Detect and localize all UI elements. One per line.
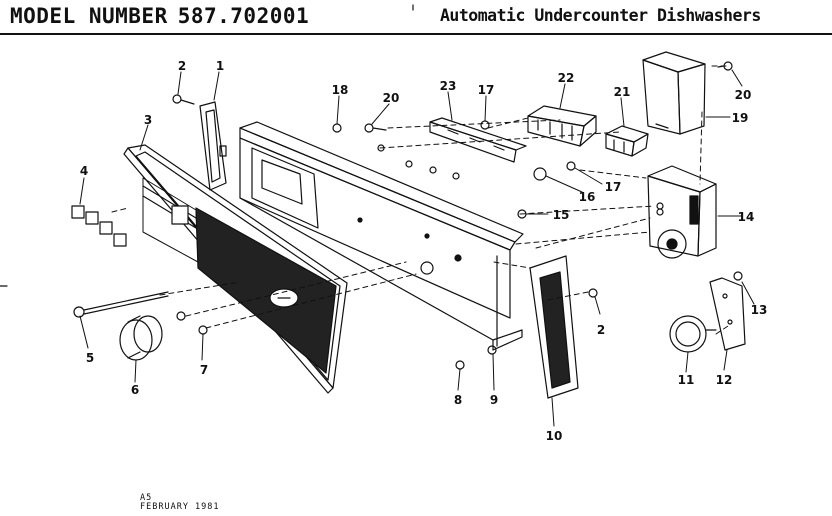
- callout-label: 18: [332, 83, 349, 97]
- model-number-header: MODEL NUMBER 587.702001: [10, 4, 319, 28]
- callout-label: 16: [579, 190, 596, 204]
- callout-label: 20: [735, 88, 752, 102]
- switch-part: [527, 105, 597, 147]
- timer-cover-part: [642, 51, 706, 135]
- switch-small-part: [605, 125, 649, 157]
- callout-leaders: [79, 69, 755, 427]
- model-number-value: 587.702001: [177, 4, 310, 28]
- mounting-plate-part: [709, 277, 746, 351]
- front-console-panel-part: [123, 144, 348, 394]
- footer-date: FEBRUARY 1981: [140, 502, 220, 512]
- callout-label: 14: [738, 210, 755, 224]
- callout-label: 11: [678, 373, 695, 387]
- callout-label: 10: [546, 429, 563, 443]
- alignment-lines: [111, 65, 729, 335]
- callout-label: 20: [383, 91, 400, 105]
- knob-part: [119, 315, 163, 361]
- callout-label: 2: [597, 323, 605, 337]
- footer-code: A5: [140, 493, 153, 503]
- callout-label: 7: [200, 363, 208, 377]
- callout-label: 8: [454, 393, 462, 407]
- shaft-part: [73, 291, 169, 318]
- callout-label: 19: [732, 111, 749, 125]
- mounting-bracket-part: [429, 117, 527, 163]
- callout-label: 2: [178, 59, 186, 73]
- callout-label: 15: [553, 208, 570, 222]
- callout-label: 22: [558, 71, 575, 85]
- callout-label: 4: [80, 164, 88, 178]
- callout-label: 21: [614, 85, 631, 99]
- timer-part: [647, 165, 717, 259]
- model-number-label: MODEL NUMBER: [10, 4, 168, 28]
- hardware-screws-part: [172, 61, 743, 370]
- callout-label: 6: [131, 383, 139, 397]
- control-bracket-part: [239, 121, 524, 351]
- callout-labels: 2 1 3 4 5 6 7 8 9 10 11 12 13 14 2 15 16…: [80, 59, 768, 443]
- callout-label: 12: [716, 373, 733, 387]
- push-buttons-part: [71, 205, 127, 247]
- callout-label: 9: [490, 393, 498, 407]
- header-rule: [0, 33, 832, 35]
- callout-label: 17: [605, 180, 622, 194]
- left-handle-trim-part: [199, 101, 227, 191]
- footer-notes: A5 FEBRUARY 1981: [140, 494, 220, 512]
- callout-label: 23: [440, 79, 457, 93]
- callout-label: 1: [216, 59, 224, 73]
- callout-label: 13: [751, 303, 768, 317]
- callout-label: 3: [144, 113, 152, 127]
- callout-label: 17: [478, 83, 495, 97]
- right-handle-trim-part: [529, 255, 579, 399]
- selector-switch-part: [669, 315, 717, 353]
- product-title: Automatic Undercounter Dishwashers: [440, 6, 761, 25]
- callout-label: 5: [86, 351, 94, 365]
